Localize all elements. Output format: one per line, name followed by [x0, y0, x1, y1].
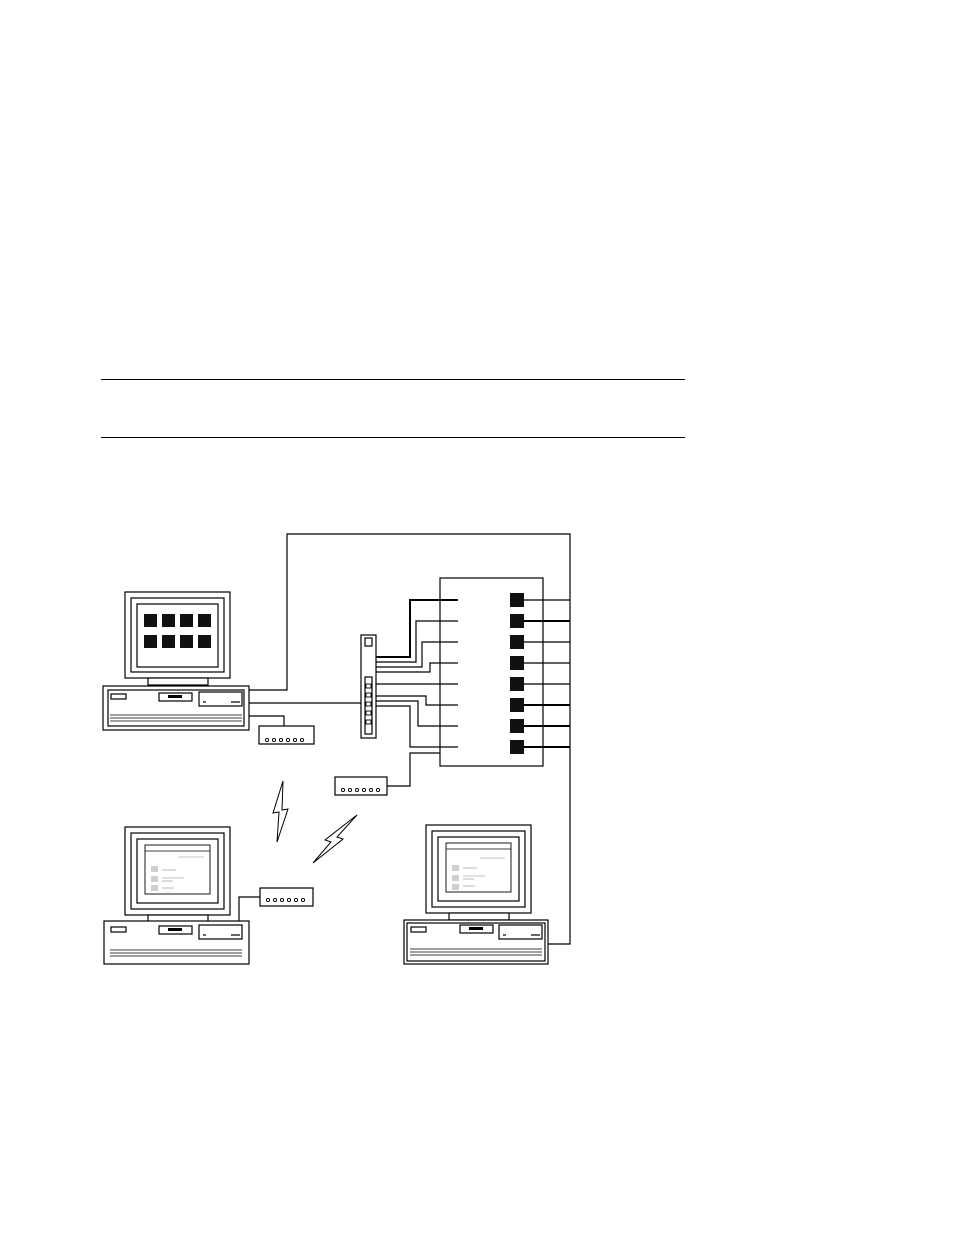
host-workstation[interactable] [103, 592, 249, 730]
port-block [510, 593, 524, 607]
port-block [510, 656, 524, 670]
host-system-unit [103, 686, 249, 730]
channel-unit[interactable] [440, 578, 570, 766]
client-right-system-unit [404, 920, 548, 964]
modem-channel[interactable] [335, 777, 387, 795]
client-left-window [145, 845, 210, 894]
wireless-link-icon [313, 815, 357, 863]
modem-channel-cable [387, 753, 440, 786]
client-workstation-right[interactable] [404, 825, 548, 964]
modem-host[interactable] [259, 726, 314, 744]
client-workstation-left[interactable] [104, 827, 249, 964]
ethernet-hub[interactable] [361, 635, 376, 738]
screen-tile [198, 635, 211, 648]
port-block [510, 698, 524, 712]
port-block [510, 614, 524, 628]
client-modem-cable [239, 897, 260, 921]
screen-tile [180, 614, 193, 627]
screen-tile [144, 614, 157, 627]
port-block [510, 677, 524, 691]
screen-tile [144, 635, 157, 648]
screen-tile [198, 614, 211, 627]
modem-client[interactable] [260, 888, 313, 906]
wireless-link-icon [273, 781, 288, 842]
screen-tile [162, 614, 175, 627]
client-right-window [446, 843, 511, 892]
host-modem-cable [249, 716, 284, 726]
screen-tile [162, 635, 175, 648]
port-block [510, 740, 524, 754]
host-monitor [125, 592, 230, 685]
port-block [510, 719, 524, 733]
client-left-system-unit [104, 921, 249, 964]
screen-tile [180, 635, 193, 648]
port-block [510, 635, 524, 649]
